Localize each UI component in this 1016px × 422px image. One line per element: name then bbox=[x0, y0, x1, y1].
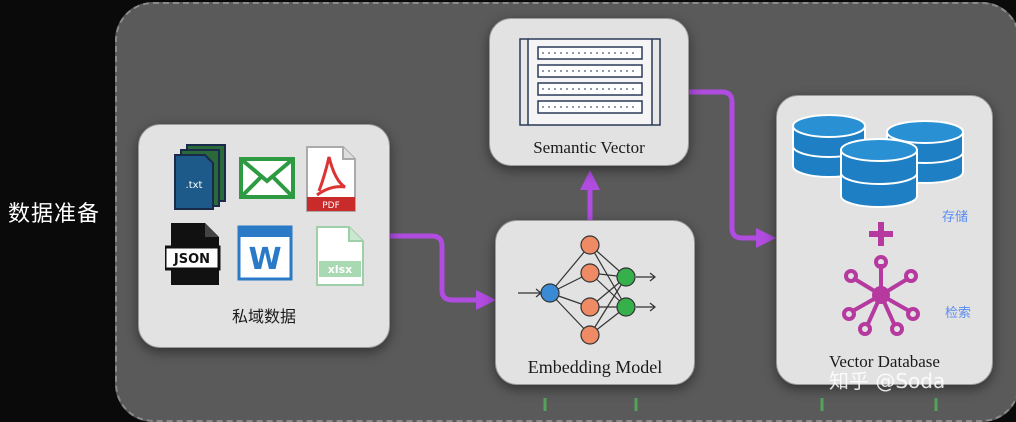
embedding-model-card: Embedding Model bbox=[495, 220, 695, 385]
svg-text:JSON: JSON bbox=[173, 252, 210, 267]
arrow-semantic-to-vdb bbox=[686, 89, 776, 248]
vector-database-card: 存储 + 检索 bbox=[776, 95, 993, 385]
flow-arrows bbox=[387, 89, 938, 411]
database-icon bbox=[792, 114, 964, 208]
store-label: 存储 bbox=[942, 210, 969, 225]
private-data-card: .txt PDF JSON W bbox=[138, 124, 390, 348]
watermark: 知乎 @Soda bbox=[829, 369, 946, 393]
plus-icon: + bbox=[869, 222, 893, 246]
diagram-stage: 数据准备 .txt bbox=[8, 2, 1016, 422]
pdf-icon: PDF bbox=[306, 146, 356, 212]
embedding-model-caption: Embedding Model bbox=[527, 357, 663, 377]
section-label: 数据准备 bbox=[8, 202, 101, 227]
neural-network-icon bbox=[518, 235, 656, 345]
semantic-vector-card: Semantic Vector bbox=[489, 18, 689, 166]
svg-text:.txt: .txt bbox=[186, 180, 203, 191]
hub-network-icon bbox=[842, 255, 920, 336]
word-icon: W bbox=[237, 225, 293, 281]
bottom-partial-arrows bbox=[543, 398, 938, 411]
arrow-private-to-embed bbox=[387, 233, 496, 310]
svg-text:xlsx: xlsx bbox=[328, 263, 353, 276]
private-data-caption: 私域数据 bbox=[231, 307, 296, 326]
xlsx-icon: xlsx bbox=[316, 226, 364, 286]
vector-stack-icon bbox=[519, 38, 661, 126]
json-file-icon: JSON bbox=[165, 223, 221, 285]
vector-database-caption: Vector Database bbox=[829, 352, 940, 371]
txt-file-icon: .txt bbox=[174, 144, 226, 210]
search-label: 检索 bbox=[945, 306, 972, 321]
email-icon bbox=[239, 157, 295, 199]
svg-text:PDF: PDF bbox=[322, 201, 340, 211]
svg-text:W: W bbox=[248, 242, 281, 277]
semantic-vector-caption: Semantic Vector bbox=[533, 138, 645, 157]
